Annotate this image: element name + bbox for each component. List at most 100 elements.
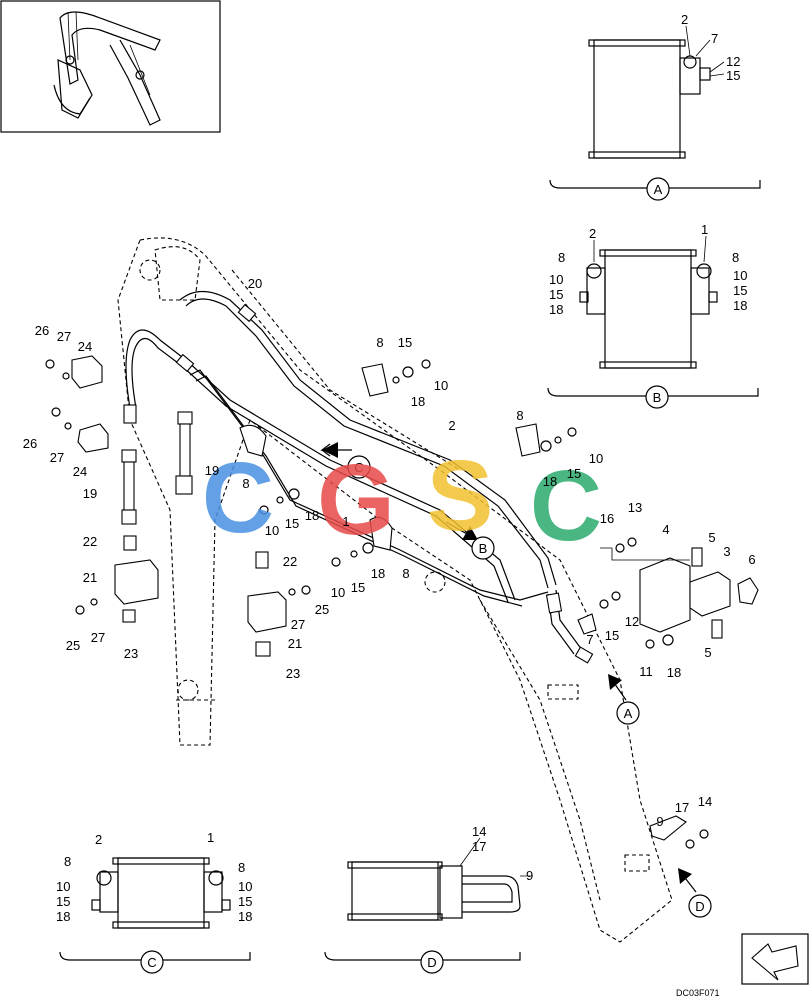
callout-label: 18 bbox=[305, 508, 319, 523]
label: 7 bbox=[711, 31, 718, 46]
callout-label: 1 bbox=[342, 514, 349, 529]
label: 1 bbox=[207, 830, 214, 845]
callout-label: 18 bbox=[411, 394, 425, 409]
label: 2 bbox=[589, 226, 596, 241]
callout-label: 24 bbox=[78, 339, 92, 354]
callout-label: 19 bbox=[83, 486, 97, 501]
label: 2 bbox=[681, 12, 688, 27]
callout-label: 15 bbox=[398, 335, 412, 350]
label: 8 bbox=[732, 250, 739, 265]
gsc-watermark: C G S C bbox=[202, 440, 602, 562]
callout-label: 18 bbox=[667, 665, 681, 680]
orientation-box bbox=[741, 933, 809, 985]
label: 18 bbox=[56, 909, 70, 924]
label: 8 bbox=[558, 250, 565, 265]
callout-label: 27 bbox=[57, 329, 71, 344]
callout-label: 10 bbox=[589, 451, 603, 466]
excavator-boom-sketch bbox=[53, 11, 161, 126]
arrow-c-head-icon bbox=[322, 442, 338, 458]
callout-label: 5 bbox=[708, 530, 715, 545]
label: 15 bbox=[733, 283, 747, 298]
callout-label: 24 bbox=[73, 464, 87, 479]
label: 15 bbox=[238, 894, 252, 909]
arrow-b-letter: B bbox=[479, 541, 488, 556]
callout-label: 3 bbox=[723, 544, 730, 559]
callout-label: 5 bbox=[704, 645, 711, 660]
callout-label: 17 bbox=[675, 800, 689, 815]
callout-label: 14 bbox=[698, 794, 712, 809]
callout-label: 9 bbox=[656, 814, 663, 829]
view-a-marker bbox=[646, 177, 670, 201]
callout-label: 15 bbox=[605, 628, 619, 643]
label: 15 bbox=[549, 287, 563, 302]
label: 18 bbox=[549, 302, 563, 317]
view-c-marker bbox=[140, 950, 164, 974]
view-b-detail: B 2 1 8 8 10 10 15 15 18 18 bbox=[547, 222, 759, 409]
callout-label: 27 bbox=[91, 630, 105, 645]
callout-label: 15 bbox=[351, 580, 365, 595]
view-d-marker bbox=[420, 950, 444, 974]
orientation-arrow-icon bbox=[751, 943, 799, 981]
label: 14 bbox=[472, 824, 486, 839]
callout-label: 8 bbox=[402, 566, 409, 581]
left-components bbox=[45, 355, 577, 657]
label: 15 bbox=[726, 68, 740, 83]
callout-label: 18 bbox=[543, 474, 557, 489]
valve-block-group bbox=[577, 537, 759, 849]
callout-label: 26 bbox=[35, 323, 49, 338]
watermark-letter: C bbox=[202, 442, 274, 554]
callout-label: 11 bbox=[639, 664, 653, 679]
label: 10 bbox=[56, 879, 70, 894]
callout-label: 10 bbox=[331, 585, 345, 600]
callout-label: 10 bbox=[265, 523, 279, 538]
callout-label: 8 bbox=[516, 408, 523, 423]
label: 9 bbox=[526, 868, 533, 883]
callout-label: 13 bbox=[628, 500, 642, 515]
callout-label: 19 bbox=[205, 463, 219, 478]
callout-label: 25 bbox=[66, 638, 80, 653]
callout-label: 10 bbox=[434, 378, 448, 393]
callout-label: 22 bbox=[83, 534, 97, 549]
view-b-letter: B bbox=[653, 390, 662, 405]
callout-label: 8 bbox=[242, 476, 249, 491]
label: 10 bbox=[549, 272, 563, 287]
callout-label: 15 bbox=[567, 466, 581, 481]
watermark-letter: G bbox=[317, 444, 395, 556]
drawing-code: DC03F071 bbox=[676, 988, 720, 998]
arrow-a-head-icon bbox=[608, 674, 622, 690]
hydraulic-lines bbox=[125, 290, 594, 664]
excavator-thumbnail-inset bbox=[0, 0, 221, 133]
label: 18 bbox=[238, 909, 252, 924]
callout-label: 27 bbox=[291, 617, 305, 632]
view-d-detail: D 14 17 9 bbox=[324, 824, 533, 974]
label: 12 bbox=[726, 54, 740, 69]
callout-label: 20 bbox=[248, 276, 262, 291]
arrow-d-head-icon bbox=[678, 868, 692, 884]
callout-label: 2 bbox=[448, 418, 455, 433]
callout-label: 15 bbox=[285, 516, 299, 531]
watermark-letter: C bbox=[530, 450, 602, 562]
view-c-detail: C 2 1 8 8 10 10 15 15 18 18 bbox=[56, 830, 252, 974]
label: 8 bbox=[64, 854, 71, 869]
boom-outline bbox=[117, 237, 673, 943]
callout-label: 16 bbox=[600, 511, 614, 526]
callout-label: 27 bbox=[50, 450, 64, 465]
label: 17 bbox=[472, 839, 486, 854]
arrow-d-letter: D bbox=[695, 899, 704, 914]
callout-label: 25 bbox=[315, 602, 329, 617]
callout-label: 21 bbox=[288, 636, 302, 651]
view-a-letter: A bbox=[654, 182, 663, 197]
callout-label: 18 bbox=[371, 566, 385, 581]
label: 8 bbox=[238, 860, 245, 875]
label: 2 bbox=[95, 832, 102, 847]
label: 18 bbox=[733, 298, 747, 313]
view-arrows: C B A D bbox=[320, 442, 712, 918]
view-a-detail: A 2 7 12 15 bbox=[549, 12, 761, 201]
watermark-letter: S bbox=[427, 440, 494, 552]
callout-label: 21 bbox=[83, 570, 97, 585]
callout-label: 26 bbox=[23, 436, 37, 451]
arrow-c-letter: C bbox=[354, 460, 363, 475]
callout-label: 7 bbox=[586, 632, 593, 647]
callout-label: 4 bbox=[662, 522, 669, 537]
